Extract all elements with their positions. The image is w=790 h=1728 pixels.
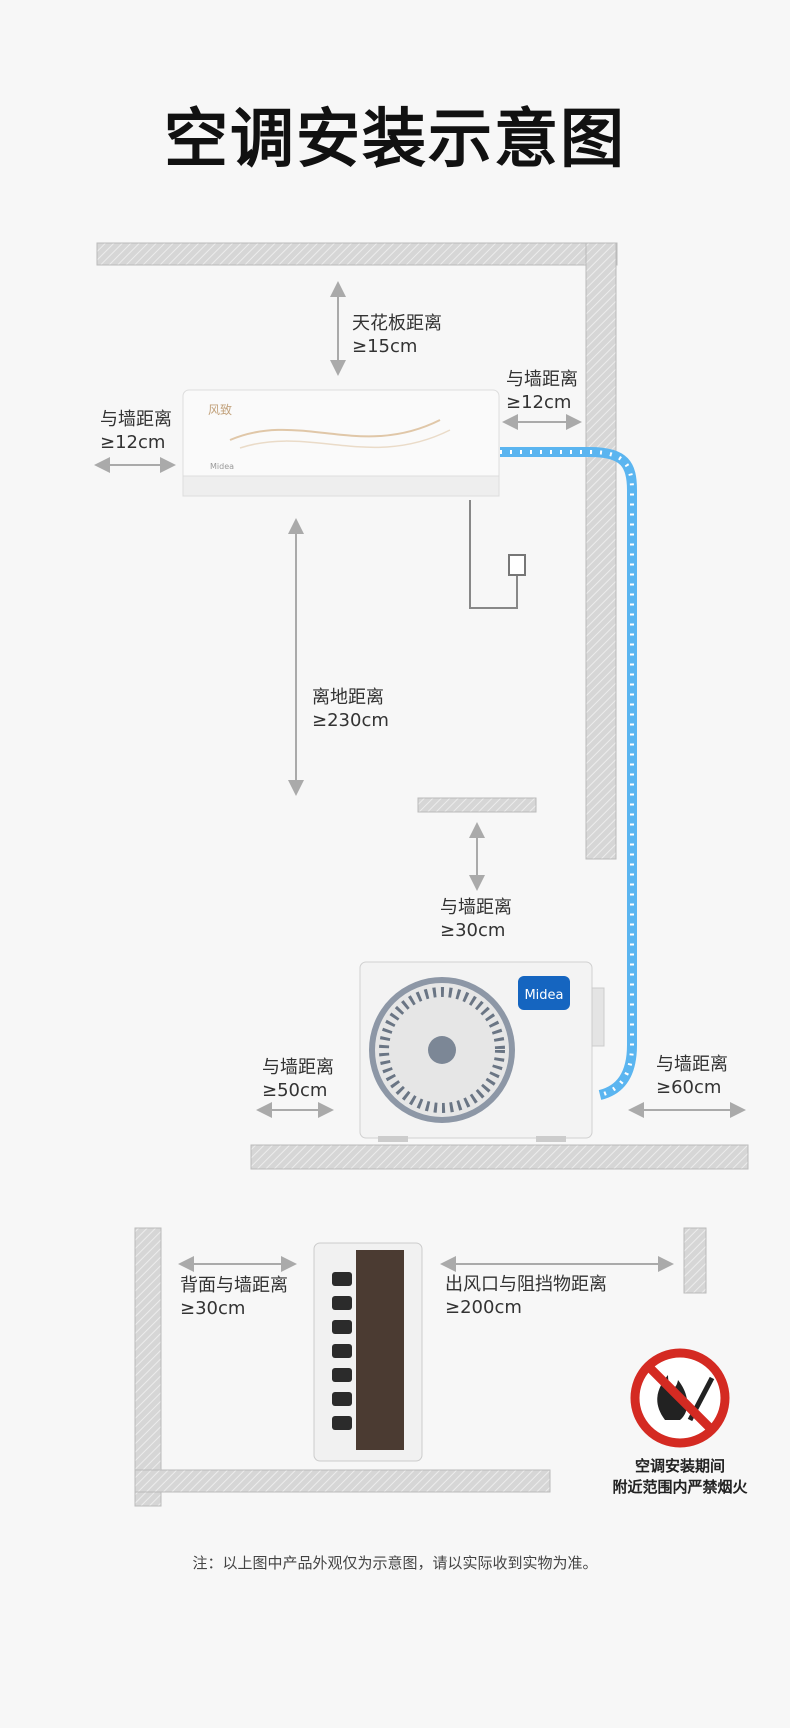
refrigerant-pipe: [500, 447, 637, 1100]
indoor-unit: 风致 Midea: [182, 389, 500, 497]
outdoor-left-distance-label: 与墙距离 ≥50cm: [262, 1057, 334, 1101]
outdoor-logo-text: Midea: [524, 988, 563, 1003]
back-distance-label: 背面与墙距离 ≥30cm: [180, 1275, 288, 1319]
ceiling-wall: [96, 242, 618, 860]
no-fire-icon: [630, 1348, 730, 1448]
floor-distance-label: 离地距离 ≥230cm: [312, 687, 389, 731]
indoor-right-distance-label: 与墙距离 ≥12cm: [506, 369, 578, 413]
page-title: 空调安装示意图: [164, 103, 626, 177]
indoor-brand-text: 风致: [208, 403, 232, 417]
side-view-walls: [134, 1227, 707, 1507]
outdoor-ground: [250, 1144, 749, 1170]
outdoor-top-distance-label: 与墙距离 ≥30cm: [440, 897, 512, 941]
outdoor-right-distance-label: 与墙距离 ≥60cm: [656, 1054, 728, 1098]
outdoor-unit: Midea: [359, 961, 605, 1142]
indoor-left-distance-label: 与墙距离 ≥12cm: [100, 409, 172, 453]
overhang-wall: [417, 797, 537, 813]
ceiling-distance-label: 天花板距离 ≥15cm: [352, 313, 442, 357]
disclaimer-note: 注：以上图中产品外观仅为示意图，请以实际收到实物为准。: [192, 1554, 598, 1572]
fire-warning-text: 空调安装期间 附近范围内严禁烟火: [612, 1457, 748, 1496]
outdoor-unit-side: [313, 1242, 423, 1462]
outlet-distance-label: 出风口与阻挡物距离 ≥200cm: [445, 1274, 607, 1318]
indoor-logo-text: Midea: [210, 462, 234, 471]
power-cord: [469, 500, 526, 609]
